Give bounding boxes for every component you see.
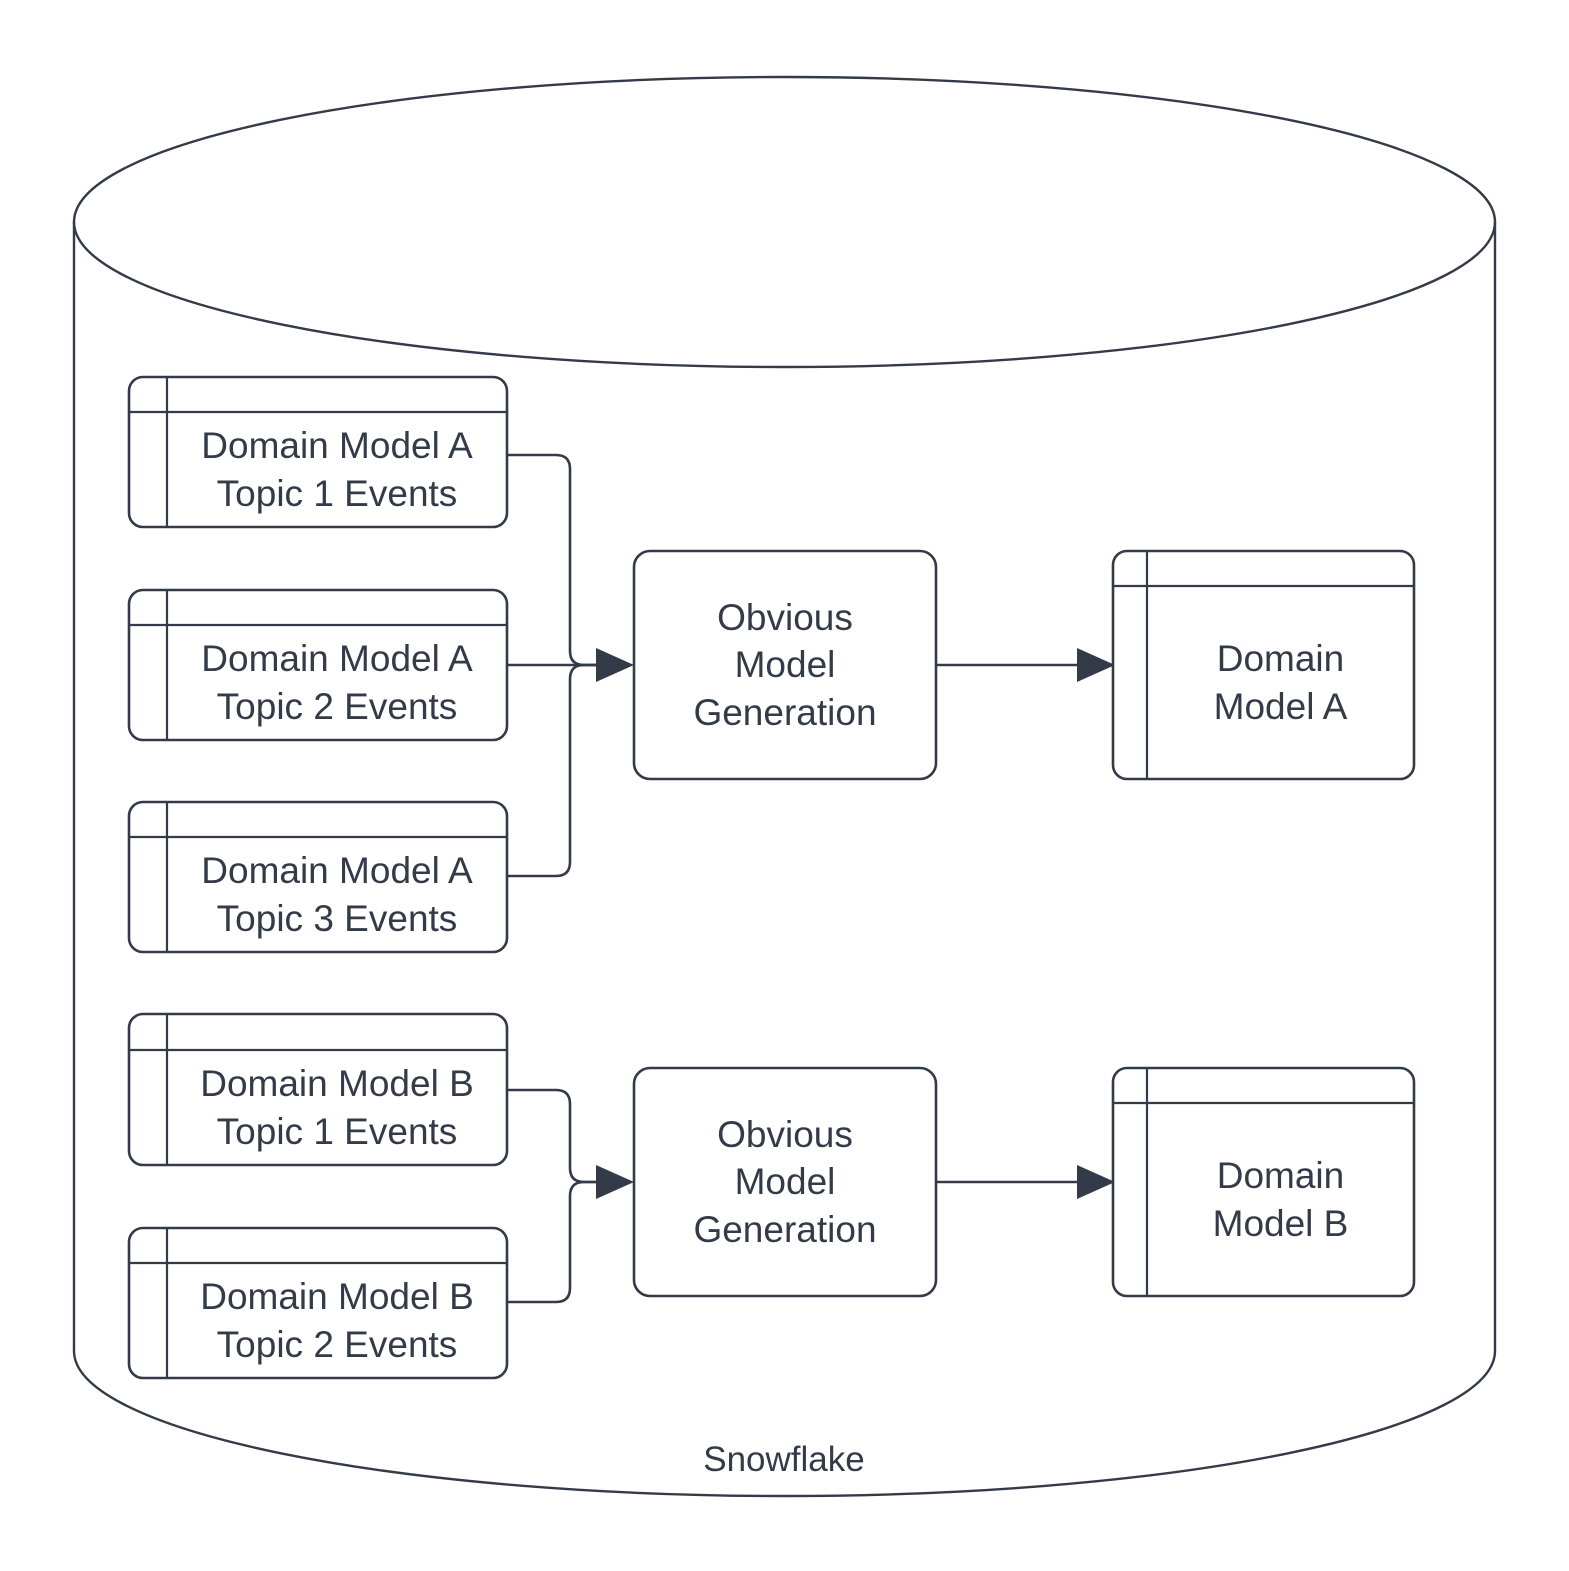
process-outline xyxy=(632,1066,938,1298)
table-outline xyxy=(127,800,509,954)
table-outline xyxy=(127,588,509,742)
table-shape-dmb-t1[interactable] xyxy=(127,1012,509,1167)
arrowhead-into-omg-a xyxy=(596,648,634,682)
table-outline xyxy=(127,375,509,529)
process-shape-omg-b[interactable] xyxy=(632,1066,938,1298)
process-shape-omg-a[interactable] xyxy=(632,549,938,781)
edge-dmb-t1-to-omg-b xyxy=(507,1088,604,1184)
output-outline xyxy=(1111,1066,1416,1298)
cylinder-top-ellipse xyxy=(72,75,1497,369)
arrowhead-into-omg-b xyxy=(596,1165,634,1199)
edge-dma-t3-to-omg-a xyxy=(507,663,604,878)
table-outline xyxy=(127,1012,509,1167)
table-shape-dma-t3[interactable] xyxy=(127,800,509,954)
table-shape-dmb-t2[interactable] xyxy=(127,1226,509,1380)
process-outline xyxy=(632,549,938,781)
output-shape-out-a[interactable] xyxy=(1111,549,1416,781)
edge-dma-t1-to-omg-a xyxy=(507,453,604,667)
table-shape-dma-t1[interactable] xyxy=(127,375,509,529)
edge-dmb-t2-to-omg-b xyxy=(507,1180,604,1304)
output-shape-out-b[interactable] xyxy=(1111,1066,1416,1298)
cylinder-bottom-arc xyxy=(72,1349,1497,1498)
arrowhead-into-out-b xyxy=(1077,1165,1115,1199)
snowflake-cylinder xyxy=(72,75,1497,1498)
connectors-group-b xyxy=(507,1088,1115,1304)
table-shape-dma-t2[interactable] xyxy=(127,588,509,742)
table-outline xyxy=(127,1226,509,1380)
arrowhead-into-out-a xyxy=(1077,648,1115,682)
output-outline xyxy=(1111,549,1416,781)
connectors-group-a xyxy=(507,453,1115,878)
